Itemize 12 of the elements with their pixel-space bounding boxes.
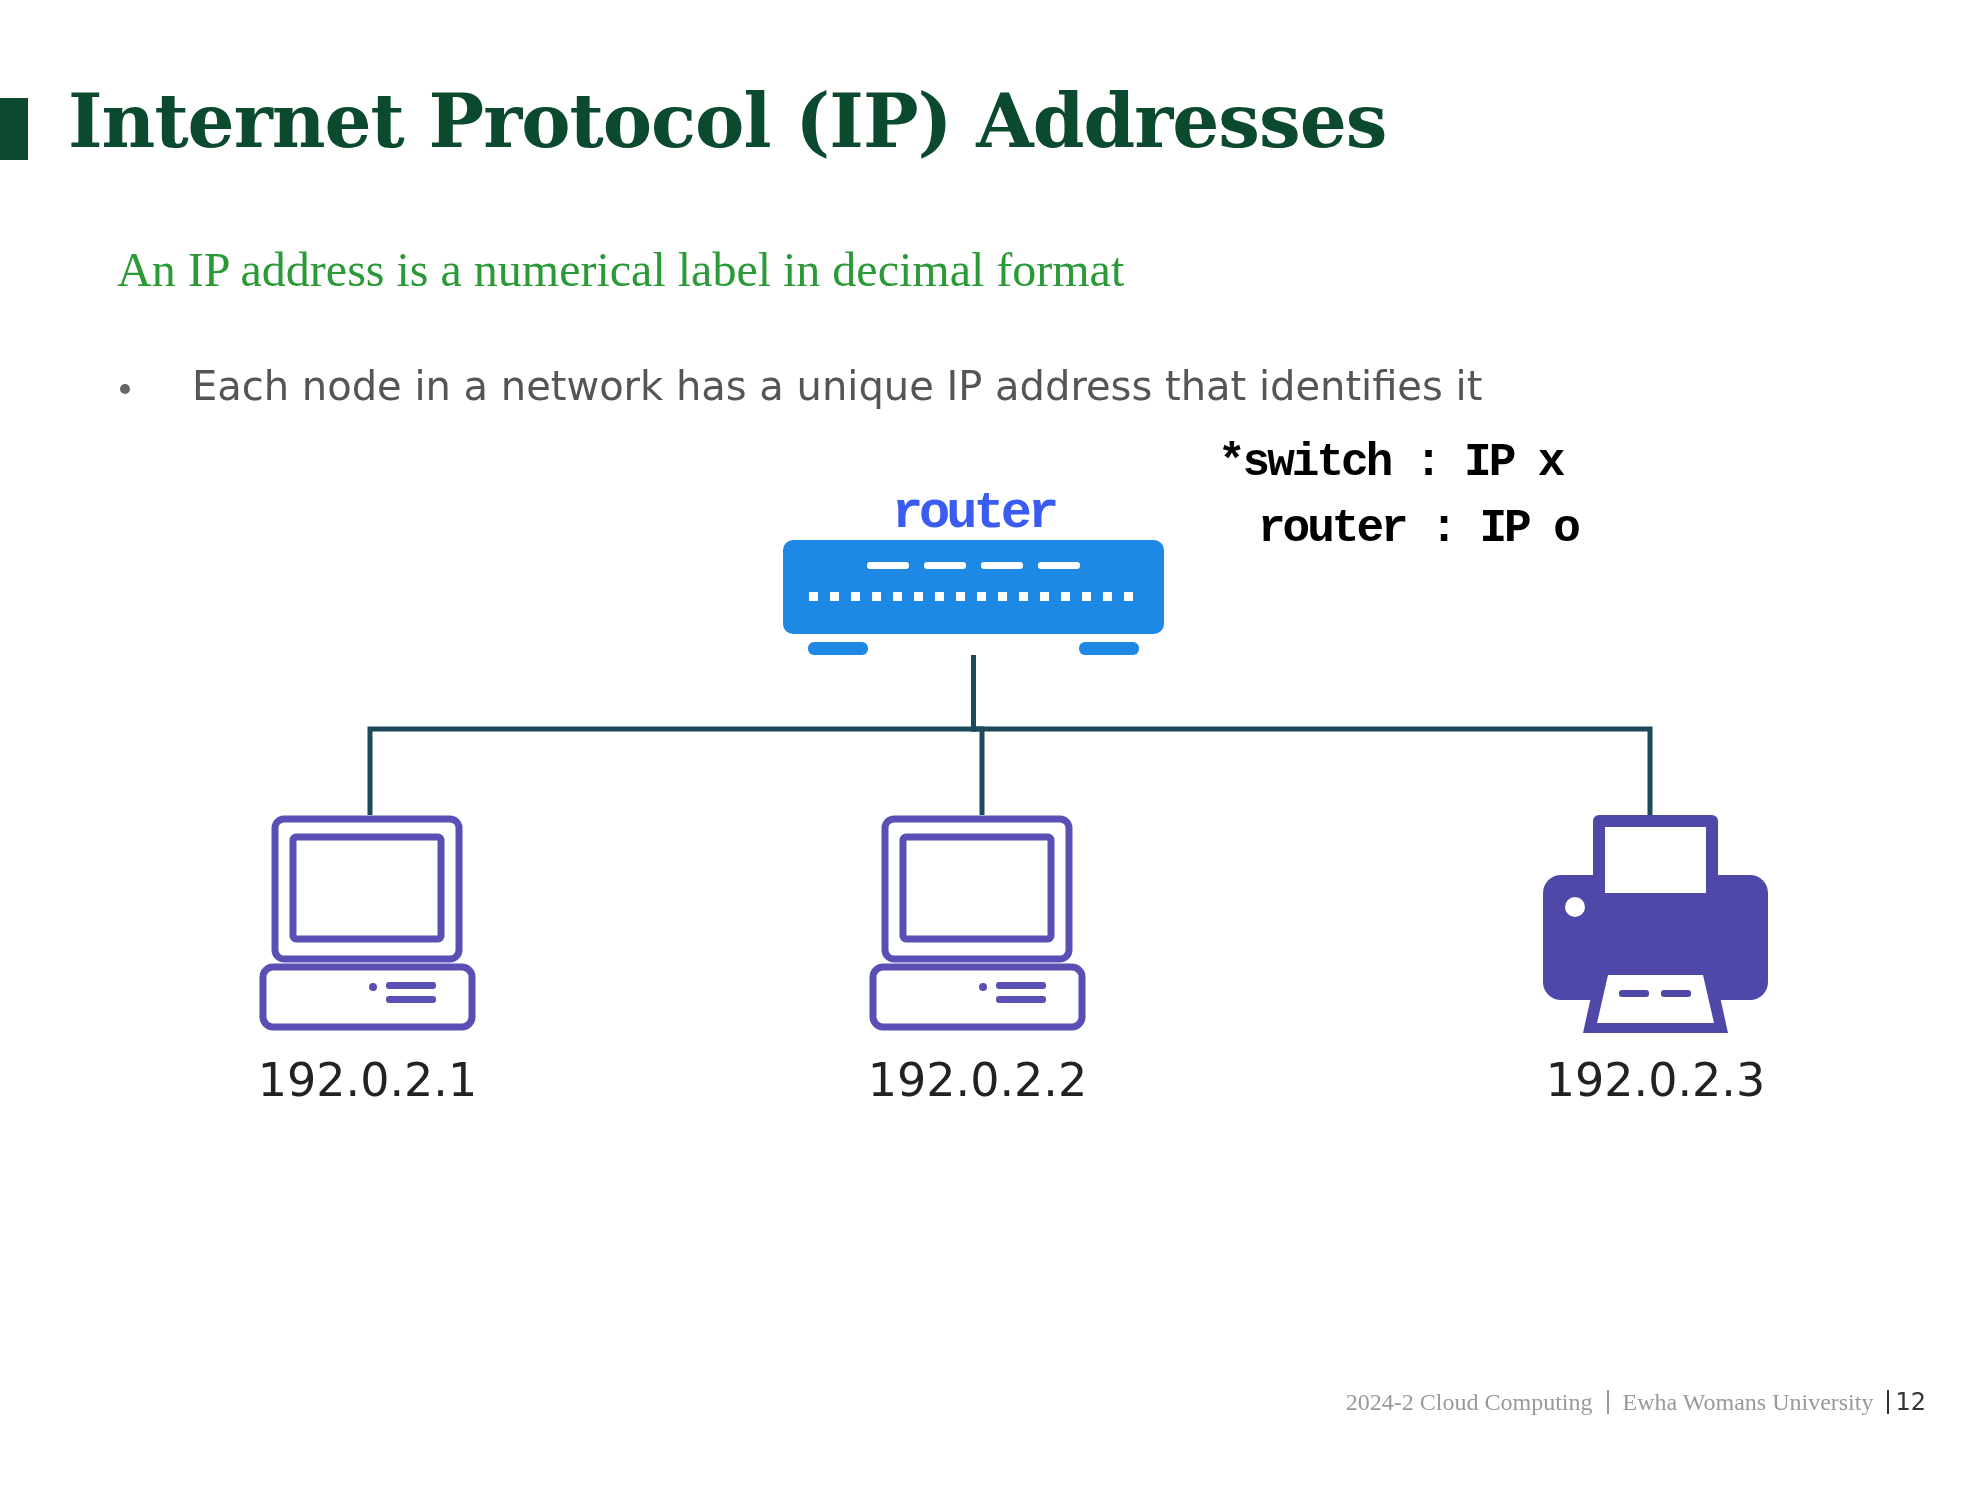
device-label: router — [891, 488, 1056, 540]
handwritten-note: router : IP o — [1258, 506, 1578, 552]
page-number: 12 — [1895, 1390, 1926, 1414]
subtitle: An IP address is a numerical label in decimal format — [117, 246, 1125, 294]
footer-text: 2024-2 Cloud Computing — [1345, 1390, 1593, 1414]
network-cable — [971, 655, 1653, 815]
ip-address-label: 192.0.2.1 — [257, 1057, 478, 1103]
ip-address-label: 192.0.2.2 — [867, 1057, 1088, 1103]
handwritten-note: *switch : IP x — [1218, 440, 1563, 486]
ip-address-label: 192.0.2.3 — [1545, 1057, 1766, 1103]
slide-title: Internet Protocol (IP) Addresses — [68, 84, 1387, 158]
footer-text: Ewha Womans University — [1622, 1390, 1874, 1414]
